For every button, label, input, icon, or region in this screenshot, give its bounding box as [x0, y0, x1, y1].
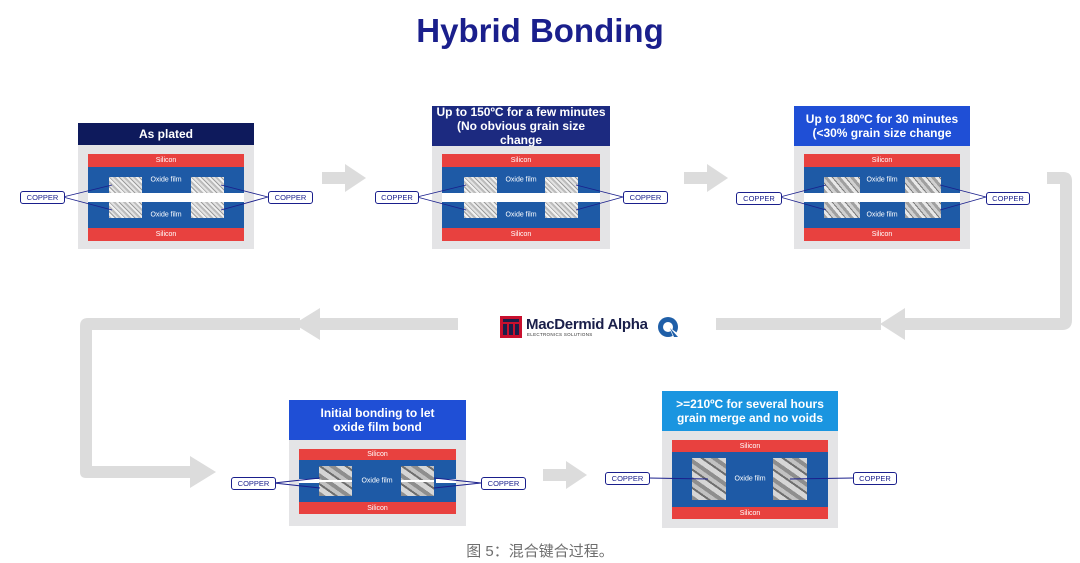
flow-loop-mid-right	[716, 318, 881, 330]
bond-gap	[88, 193, 244, 202]
stage-5-panel: Silicon Oxide film Silicon	[662, 431, 838, 528]
copper-pad	[824, 202, 860, 218]
copper-label: COPPER	[268, 191, 313, 204]
stage-1-header-text: As plated	[138, 127, 193, 141]
stage-2-header-line-2: (No obvious grain size change	[456, 119, 585, 147]
copper-label: COPPER	[623, 191, 668, 204]
flow-arrow-1	[322, 164, 366, 192]
bond-gap	[442, 193, 600, 202]
copper-seam	[401, 480, 434, 482]
stage-5-header: >=210ºC for several hours grain merge an…	[662, 391, 838, 431]
copper-pad	[464, 202, 497, 218]
silicon-layer: Silicon	[299, 449, 456, 460]
copper-label: COPPER	[736, 192, 782, 205]
company-logo: MacDermid Alpha ELECTRONICS SOLUTIONS	[500, 315, 686, 339]
silicon-layer: Silicon	[442, 228, 600, 241]
stage-3-header: Up to 180ºC for 30 minutes (<30% grain s…	[794, 106, 970, 146]
silicon-layer: Silicon	[88, 228, 244, 241]
stage-1-panel: Silicon Oxide film Oxide film Silicon	[78, 145, 254, 249]
silicon-layer: Silicon	[804, 154, 960, 167]
diagram-title: Hybrid Bonding	[416, 12, 664, 49]
oxide-film-label: Oxide film	[505, 211, 537, 219]
macdermid-building-icon	[500, 316, 522, 338]
copper-label: COPPER	[481, 477, 526, 490]
figure-caption: 图 5：混合键合过程。	[466, 543, 614, 560]
copper-pad	[545, 177, 578, 193]
oxide-film-label: Oxide film	[505, 176, 537, 184]
bond-gap	[804, 193, 960, 202]
stage-4-header-line-1: Initial bonding to let	[320, 406, 435, 420]
stage-4-header-line-2: oxide film bond	[333, 420, 422, 434]
copper-label: COPPER	[20, 191, 65, 204]
stage-4-header: Initial bonding to let oxide film bond	[289, 400, 466, 440]
alpha-swirl-icon	[658, 317, 680, 339]
copper-pad	[905, 202, 941, 218]
flow-arrow-2	[684, 164, 728, 192]
copper-pad	[545, 202, 578, 218]
stage-3-header-line-1: Up to 180ºC for 30 minutes	[805, 112, 959, 126]
stage-1-header: As plated	[78, 123, 254, 145]
flow-loop-mid	[294, 308, 458, 340]
oxide-film-label: Oxide film	[150, 176, 182, 184]
silicon-layer: Silicon	[88, 154, 244, 167]
stage-3-panel: Silicon Oxide film Oxide film Silicon	[794, 146, 970, 249]
oxide-film-label: Oxide film	[361, 477, 393, 485]
copper-pad	[191, 177, 224, 193]
stage-2-header: Up to 150ºC for a few minutes (No obviou…	[432, 105, 610, 147]
copper-pad	[464, 177, 497, 193]
logo-subtitle: ELECTRONICS SOLUTIONS	[527, 332, 593, 337]
copper-label: COPPER	[986, 192, 1030, 205]
oxide-film-label: Oxide film	[866, 176, 898, 184]
stage-3-header-line-2: (<30% grain size change	[812, 126, 952, 140]
copper-label: COPPER	[605, 472, 650, 485]
flow-arrow-4	[543, 461, 587, 489]
oxide-film-label: Oxide film	[734, 475, 766, 483]
copper-label: COPPER	[231, 477, 276, 490]
copper-pad	[191, 202, 224, 218]
copper-pad	[905, 177, 941, 193]
copper-label: COPPER	[375, 191, 419, 204]
copper-pad	[109, 177, 142, 193]
silicon-layer: Silicon	[672, 507, 828, 519]
silicon-layer: Silicon	[299, 502, 456, 514]
oxide-film-label: Oxide film	[866, 211, 898, 219]
silicon-layer: Silicon	[672, 440, 828, 452]
stage-4-panel: Silicon Oxide film Silicon	[289, 440, 466, 526]
bond-gap-right	[436, 479, 456, 483]
copper-pad	[109, 202, 142, 218]
copper-seam	[319, 480, 352, 482]
flow-loop-left	[80, 318, 300, 488]
flow-loop-right	[880, 172, 1072, 340]
silicon-layer: Silicon	[442, 154, 600, 167]
logo-name: MacDermid Alpha	[526, 316, 648, 333]
stage-5-header-line-2: grain merge and no voids	[676, 411, 823, 425]
oxide-film-label: Oxide film	[150, 211, 182, 219]
stage-2-header-line-1: Up to 150ºC for a few minutes	[436, 105, 606, 119]
bond-gap-left	[299, 479, 319, 483]
copper-pad	[824, 177, 860, 193]
silicon-layer: Silicon	[804, 228, 960, 241]
copper-label: COPPER	[853, 472, 897, 485]
stage-2-panel: Silicon Oxide film Oxide film Silicon	[432, 146, 610, 249]
stage-5-header-line-1: >=210ºC for several hours	[676, 397, 824, 411]
